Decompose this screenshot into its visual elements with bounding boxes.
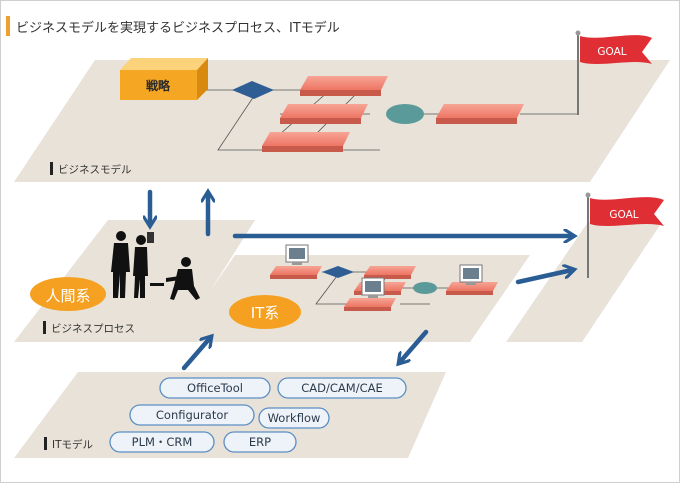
process-box	[364, 266, 416, 279]
arrow-to-goal-side	[515, 270, 572, 285]
tool-pill-label: Workflow	[268, 411, 321, 425]
human-system-oval	[30, 277, 106, 311]
tool-pill	[277, 377, 407, 399]
decision-diamond	[232, 81, 274, 99]
tool-pill-label: OfficeTool	[187, 381, 243, 395]
layer-label-it-model: ITモデル	[52, 438, 93, 451]
tool-pill	[129, 404, 255, 426]
layer-marker	[43, 321, 46, 334]
title-accent-bar	[6, 16, 10, 36]
strategy-box: 戦略	[120, 58, 208, 100]
it-system-oval	[229, 295, 301, 329]
arrow-up-from-it-model	[181, 338, 210, 371]
tool-pill-label: CAD/CAM/CAE	[301, 381, 382, 395]
tool-pill-label: PLM・CRM	[132, 435, 193, 449]
strategy-label: 戦略	[146, 78, 171, 93]
goal-flag-2: GOAL	[585, 192, 664, 278]
arrow-down-to-it-model	[400, 329, 429, 362]
it-system-label: IT系	[251, 304, 280, 322]
goal-label: GOAL	[597, 46, 626, 58]
computer-icon	[361, 277, 385, 298]
goal-platform	[506, 222, 662, 342]
tool-pill-label: ERP	[249, 435, 271, 449]
process-box	[446, 282, 498, 295]
human-system-label: 人間系	[45, 287, 90, 305]
layer-label-business-process: ビジネスプロセス	[51, 323, 135, 335]
tool-pill	[159, 377, 271, 399]
tool-pill	[109, 431, 215, 453]
people-silhouettes-icon	[111, 231, 200, 300]
process-box	[270, 266, 322, 279]
page-title: ビジネスモデルを実現するビジネスプロセス、ITモデル	[16, 20, 340, 36]
goal-label: GOAL	[609, 209, 638, 221]
process-box	[344, 298, 396, 311]
process-box	[280, 104, 368, 124]
teal-node	[386, 104, 424, 124]
process-box	[436, 104, 524, 124]
layer-marker	[44, 437, 47, 450]
layer-label-business-model: ビジネスモデル	[58, 163, 132, 176]
goal-flag-1: GOAL	[575, 30, 652, 115]
computer-icon	[285, 244, 309, 265]
process-box	[262, 132, 350, 152]
teal-node	[413, 282, 437, 294]
process-box	[300, 76, 388, 96]
tool-pill	[258, 407, 330, 429]
tool-pill-label: Configurator	[156, 408, 229, 422]
tool-pill	[223, 431, 297, 453]
business-process-platform	[14, 220, 255, 342]
computer-icon	[459, 264, 483, 285]
decision-diamond	[322, 266, 354, 278]
layer-marker	[50, 162, 53, 175]
